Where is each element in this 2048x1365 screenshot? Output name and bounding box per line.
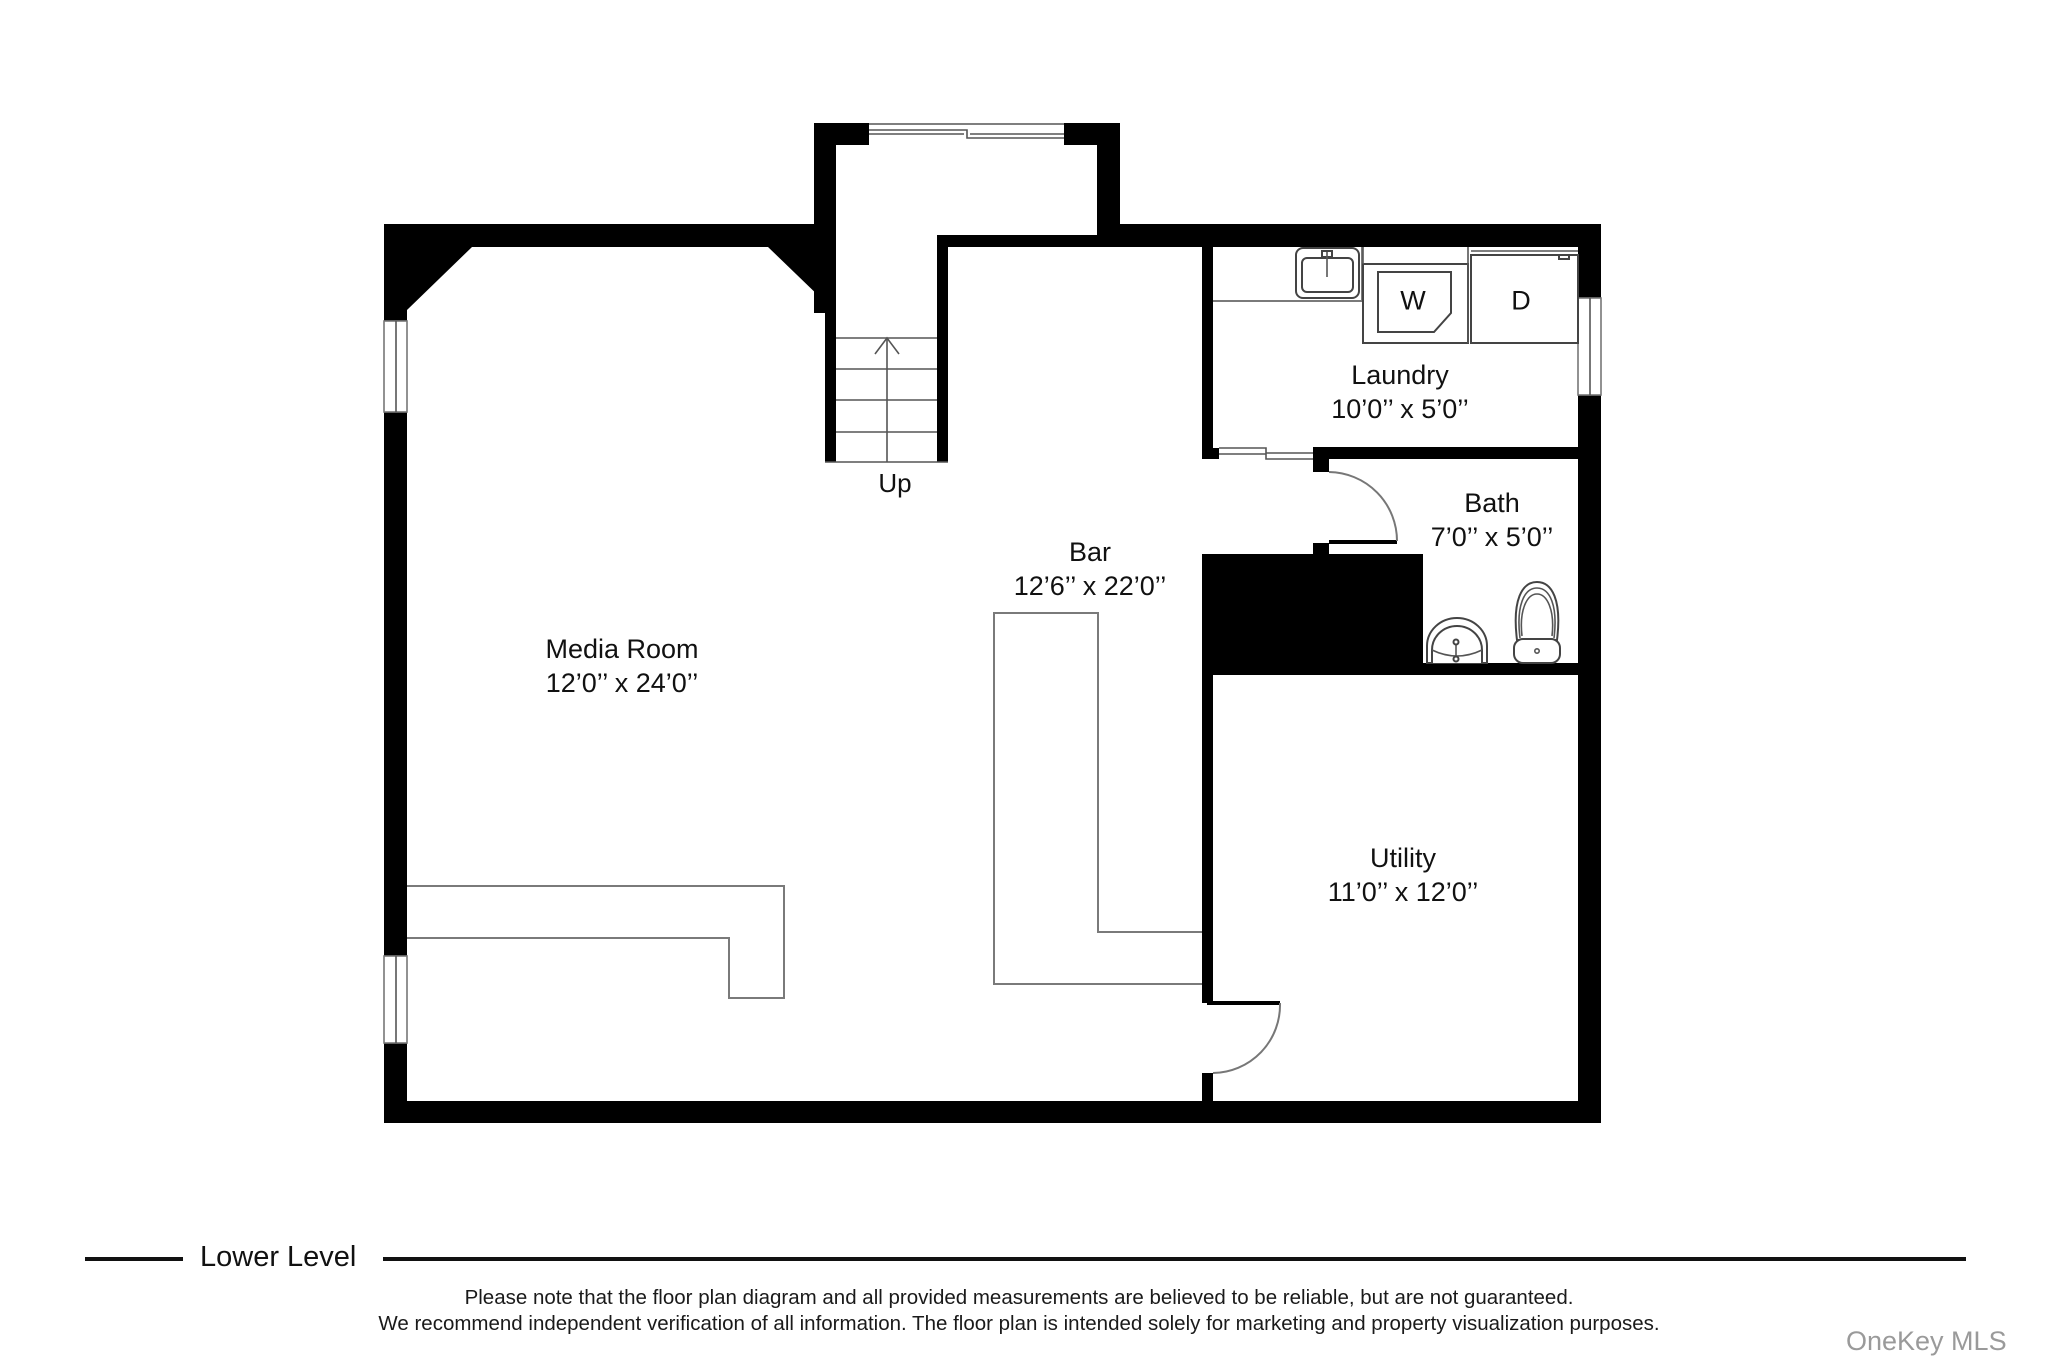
room-label-laundry: Laundry 10’0’’ x 5’0’’ xyxy=(1331,358,1469,426)
level-divider-left xyxy=(85,1257,183,1261)
room-dimensions: 12’0’’ x 24’0’’ xyxy=(545,668,699,698)
walls xyxy=(384,123,1601,1123)
stairs xyxy=(825,336,948,463)
media-counter xyxy=(407,885,785,999)
bath-sink-icon xyxy=(1426,617,1488,664)
room-name: Laundry xyxy=(1351,360,1449,390)
disclaimer-line-2: We recommend independent verification of… xyxy=(378,1312,1660,1335)
room-dimensions: 10’0’’ x 5’0’’ xyxy=(1331,394,1469,424)
room-name: Utility xyxy=(1369,843,1436,873)
room-dimensions: 7’0’’ x 5’0’’ xyxy=(1430,522,1554,552)
level-title: Lower Level xyxy=(200,1241,357,1273)
bar-counter xyxy=(993,612,1202,985)
doors xyxy=(1212,471,1398,1074)
windows xyxy=(383,123,1602,1044)
washer-label: W xyxy=(1400,285,1426,316)
window-top-sliding xyxy=(869,123,1064,139)
room-name: Bar xyxy=(1068,537,1112,567)
room-label-bar: Bar 12’6’’ x 22’0’’ xyxy=(1014,535,1167,603)
furniture xyxy=(407,247,1579,999)
room-name: Media Room xyxy=(545,634,699,664)
room-label-utility: Utility 11’0’’ x 12’0’’ xyxy=(1328,841,1479,909)
toilet-icon xyxy=(1513,580,1561,664)
laundry-sliding-door xyxy=(1219,447,1313,460)
dryer-icon xyxy=(1470,254,1579,344)
room-dimensions: 11’0’’ x 12’0’’ xyxy=(1327,877,1479,907)
room-label-media-room: Media Room 12’0’’ x 24’0’’ xyxy=(545,632,698,700)
room-label-bath: Bath 7’0’’ x 5’0’’ xyxy=(1431,486,1554,554)
stair-arrow-icon xyxy=(874,336,900,355)
disclaimer-line-1: Please note that the floor plan diagram … xyxy=(464,1286,1574,1309)
room-name: Bath xyxy=(1464,488,1520,518)
stair-up-label: Up xyxy=(878,468,912,498)
level-divider-right xyxy=(383,1257,1966,1261)
watermark: OneKey MLS xyxy=(1846,1326,2007,1356)
utility-door-swing xyxy=(1212,1002,1282,1074)
room-dimensions: 12’6’’ x 22’0’’ xyxy=(1013,571,1167,601)
bath-door-swing xyxy=(1328,471,1398,542)
dryer-label: D xyxy=(1511,285,1531,316)
